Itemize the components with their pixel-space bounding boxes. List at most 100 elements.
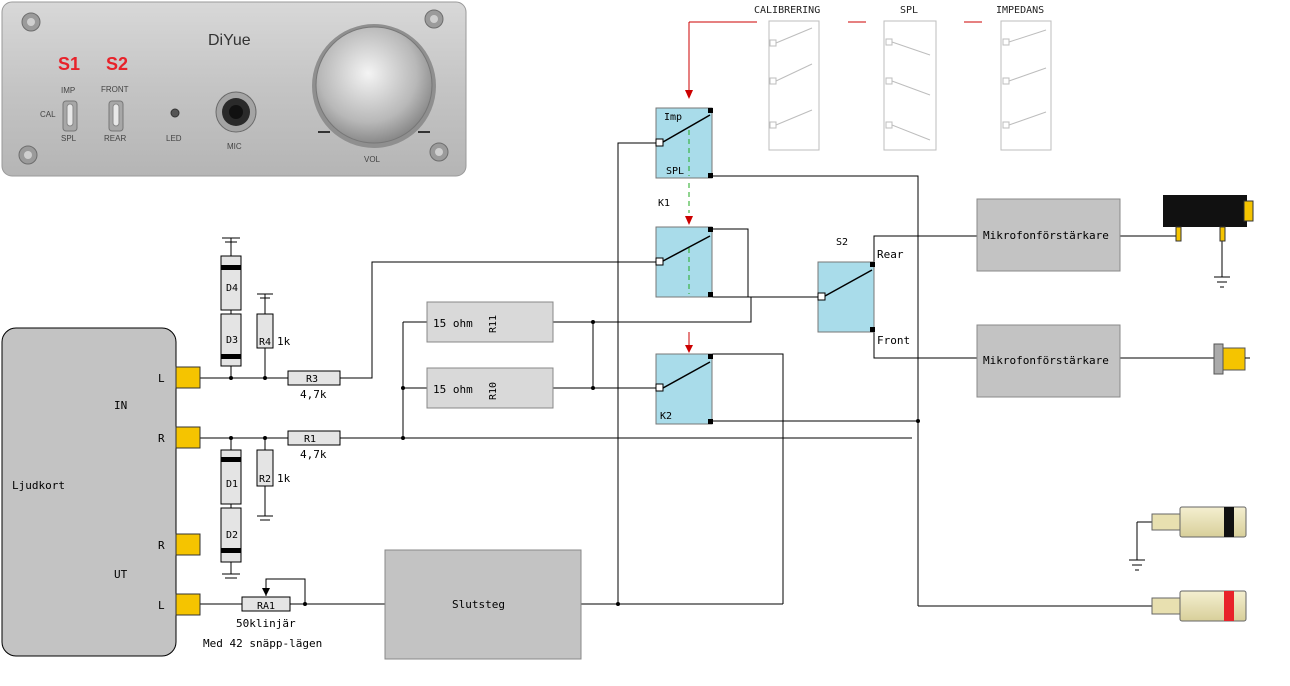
k2-label: K2: [660, 411, 672, 422]
amplifier-top: Mikrofonförstärkare: [976, 198, 1121, 272]
calibrering-label: CALIBRERING: [754, 5, 820, 16]
red-arrow-icon: [685, 90, 693, 99]
switch-deck-impedans: [1000, 20, 1052, 151]
diode-d1: D1: [220, 449, 242, 505]
relay-top: Imp SPL: [655, 107, 713, 179]
r11-label: R11: [488, 315, 499, 333]
resistor-r11: 15 ohm R11: [426, 301, 554, 343]
ground-icon: [257, 293, 273, 314]
mic-jack-icon[interactable]: [215, 91, 257, 133]
front-label: Front: [877, 334, 910, 347]
relay-imp-label: Imp: [664, 112, 682, 123]
r2-value: 1k: [277, 472, 291, 485]
resistor-r1: R1 4,7k: [287, 430, 341, 461]
jack-in-right-icon: [175, 426, 201, 449]
r3-label: R3: [306, 374, 318, 385]
screw-icon: [21, 12, 41, 32]
diode-d2: D2: [220, 507, 242, 563]
in-label: IN: [114, 399, 127, 412]
toggle-switch-s2[interactable]: [108, 100, 124, 132]
mic-label: MIC: [227, 142, 242, 151]
jack-out-right-icon: [175, 533, 201, 556]
volume-knob[interactable]: [312, 24, 436, 148]
amp-top-label: Mikrofonförstärkare: [983, 229, 1109, 242]
r11-value: 15 ohm: [433, 317, 473, 330]
relay-k2: K2: [655, 353, 713, 425]
junction-dots: [229, 320, 920, 606]
out-left-label: L: [158, 599, 165, 612]
toggle-switch-s1[interactable]: [62, 100, 78, 132]
soundcard: Ljudkort IN UT L R R L: [1, 327, 201, 657]
wires: [200, 142, 1223, 607]
ground-icon: [1214, 276, 1230, 288]
red-arrow-icon: [685, 216, 693, 225]
spl-cal-label: SPL: [900, 5, 918, 16]
switch-deck-spl: [883, 20, 937, 151]
in-right-label: R: [158, 432, 165, 445]
cal-label: CAL: [40, 110, 56, 119]
in-left-label: L: [158, 372, 165, 385]
brand-logo: DiYue: [208, 32, 251, 49]
r4-label: R4: [259, 337, 271, 348]
slutsteg-label: Slutsteg: [452, 598, 505, 611]
ra1-note: Med 42 snäpp-lägen: [203, 637, 322, 650]
r1-label: R1: [304, 434, 316, 445]
red-arrow-icon: [685, 345, 693, 353]
vol-label: VOL: [364, 155, 381, 164]
front-panel: DiYue S1 S2 IMP CAL SPL FRONT REAR LED M…: [1, 1, 467, 177]
impedans-label: IMPEDANS: [996, 5, 1044, 16]
out-label: UT: [114, 568, 128, 581]
mic-xlr-jack-icon: [1163, 195, 1254, 242]
r4-value: 1k: [277, 335, 291, 348]
ground-icon: [1129, 559, 1145, 571]
d3-label: D3: [226, 335, 238, 346]
switch-deck-calibrering: [768, 20, 820, 151]
imp-label: IMP: [61, 86, 75, 95]
led-indicator: [170, 108, 180, 118]
relay-spl-label: SPL: [666, 166, 684, 177]
r1-value: 4,7k: [300, 448, 327, 461]
resistor-r4: R4 1k: [256, 313, 291, 349]
resistor-r10: 15 ohm R10: [426, 367, 554, 409]
rca-plug-red-icon: [1151, 590, 1247, 622]
front-panel-label: FRONT: [101, 85, 129, 94]
ra1-value: 50klinjär: [236, 617, 296, 630]
ra1-label: RA1: [257, 601, 275, 612]
diode-d4: D4: [220, 255, 242, 311]
r10-label: R10: [488, 382, 499, 400]
r2-label: R2: [259, 474, 271, 485]
screw-icon: [424, 9, 444, 29]
diode-d3: D3: [220, 313, 242, 367]
rca-plug-black-icon: [1151, 506, 1247, 538]
spl-panel-label: SPL: [61, 134, 77, 143]
out-right-label: R: [158, 539, 165, 552]
resistor-r2: R2 1k: [256, 449, 291, 487]
jack-in-left-icon: [175, 366, 201, 389]
d4-label: D4: [226, 283, 238, 294]
soundcard-label: Ljudkort: [12, 479, 65, 492]
rear-label: Rear: [877, 248, 904, 261]
d1-label: D1: [226, 479, 238, 490]
amp-bottom-label: Mikrofonförstärkare: [983, 354, 1109, 367]
calibration-switch-group: CALIBRERING SPL IMPEDANS: [685, 5, 1052, 151]
power-amplifier: Slutsteg: [384, 549, 582, 660]
r3-value: 4,7k: [300, 388, 327, 401]
s2-label: S2: [106, 54, 128, 74]
relay-k1: [655, 226, 713, 298]
r10-value: 15 ohm: [433, 383, 473, 396]
s1-label: S1: [58, 54, 80, 74]
jack-out-left-icon: [175, 593, 201, 616]
switch-s2: [817, 261, 875, 333]
d2-label: D2: [226, 530, 238, 541]
screw-icon: [429, 142, 449, 162]
resistor-r3: R3 4,7k: [287, 370, 341, 401]
ground-icon: [257, 486, 273, 521]
s2-switch-label: S2: [836, 237, 848, 248]
led-label: LED: [166, 134, 182, 143]
wiper-arrow-icon: [262, 588, 270, 596]
amplifier-bottom: Mikrofonförstärkare: [976, 324, 1121, 398]
screw-icon: [18, 145, 38, 165]
ground-icon: [222, 562, 240, 579]
